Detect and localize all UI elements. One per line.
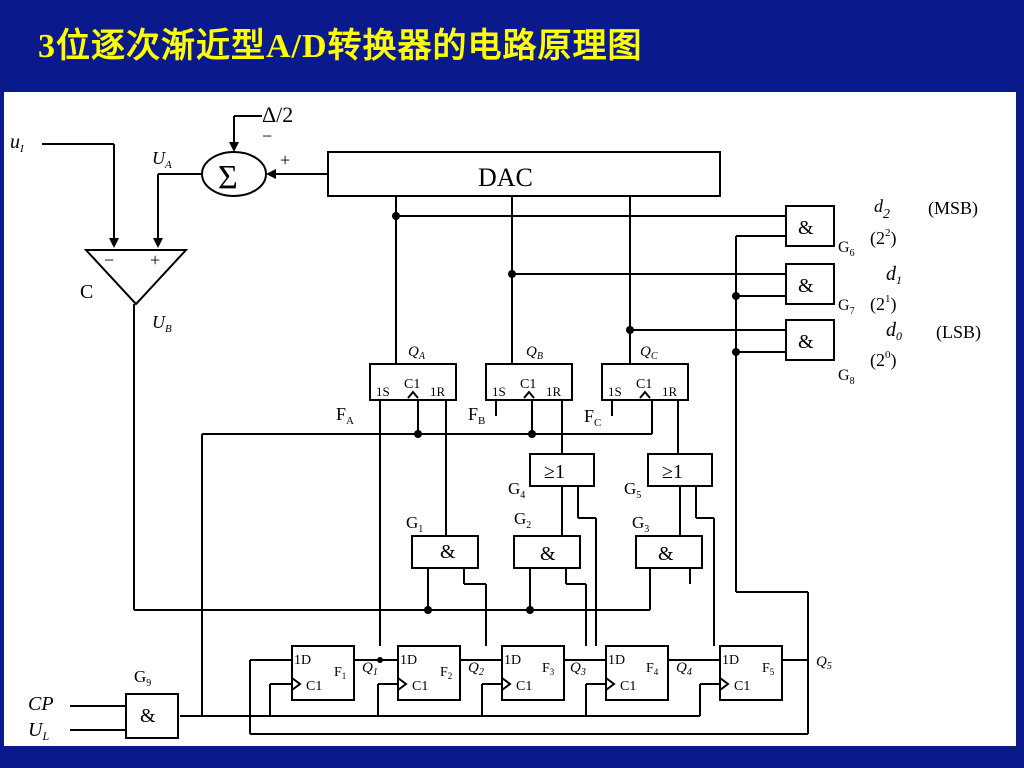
d2-label: d2 [874,196,890,222]
qa-label: QA [408,344,426,362]
summation-symbol: Σ [218,159,238,196]
g2-gate [513,535,581,569]
g4-label: G4 [508,479,525,501]
svg-text:1D: 1D [722,653,739,668]
msb-label: (MSB) [928,198,978,219]
q2-label: Q2 [468,660,484,678]
comparator-triangle [83,249,189,306]
g6-label: G6 [838,239,855,259]
svg-text:1S: 1S [376,384,390,399]
svg-text:1D: 1D [294,653,311,668]
f2-flipflop [397,645,461,701]
svg-text:1S: 1S [492,384,506,399]
svg-text:C1: C1 [734,679,750,694]
input-ui-wire [42,143,119,248]
sum-plus: + [280,150,290,170]
g5-label: G5 [624,479,641,501]
g7-gate [785,263,835,305]
fc-flipflop [601,363,689,401]
comparator-minus: − [104,250,114,270]
g3-label: G3 [632,513,649,535]
d0-label: d0 [886,319,902,343]
dac-label: DAC [478,163,533,192]
svg-text:1R: 1R [662,384,678,399]
f3-flipflop [501,645,565,701]
svg-text:1R: 1R [430,384,446,399]
svg-text:&: & [440,541,456,563]
ua-label: UA [152,148,172,171]
w2-label: (22) [870,227,897,249]
svg-text:C1: C1 [412,679,428,694]
svg-text:C1: C1 [620,679,636,694]
f4-flipflop [605,645,669,701]
svg-text:1R: 1R [546,384,562,399]
svg-text:&: & [798,275,814,297]
fb-flipflop [485,363,573,401]
cp-label: CP [28,693,54,715]
ul-label: UL [28,719,49,743]
g1-label: G1 [406,513,423,535]
comparator-plus: + [150,250,160,270]
svg-text:&: & [540,543,556,565]
svg-text:&: & [798,331,814,353]
qc-label: QC [640,344,658,362]
ui-label: uI [10,131,25,155]
svg-text:&: & [140,705,156,727]
g6-gate [785,205,835,247]
g4-gate [529,453,595,487]
svg-text:≥1: ≥1 [662,461,683,483]
f3-label: F3 [542,661,555,677]
comparator-label: C [80,281,93,303]
g9-label: G9 [134,667,151,689]
g8-label: G8 [838,367,855,387]
fa-label: FA [336,404,354,427]
qb-label: QB [526,344,543,362]
svg-text:C1: C1 [636,377,652,392]
svg-text:≥1: ≥1 [544,461,565,483]
f5-label: F5 [762,661,775,677]
q5-label: Q5 [816,654,832,672]
diagram-panel [4,92,1016,746]
w0-label: (20) [870,349,897,371]
page-title: 3位逐次渐近型A/D转换器的电路原理图 [38,28,643,65]
f2-label: F2 [440,665,452,681]
svg-text:1S: 1S [608,384,622,399]
q3-label: Q3 [570,660,586,678]
f1-flipflop [291,645,355,701]
svg-text:C1: C1 [404,377,420,392]
svg-text:1D: 1D [608,653,625,668]
dac-block [327,151,721,197]
svg-text:C1: C1 [306,679,322,694]
sum-minus: − [262,126,272,146]
svg-text:&: & [798,217,814,239]
g9-gate [125,693,179,739]
fb-label: FB [468,404,485,427]
d1-label: d1 [886,263,902,287]
fa-flipflop [369,363,457,401]
f1-label: F1 [334,665,346,681]
svg-text:1D: 1D [504,653,521,668]
fc-label: FC [584,406,601,429]
half-lsb-label: Δ/2 [262,102,293,127]
ub-label: UB [152,312,172,335]
q1-label: Q1 [362,660,378,678]
lsb-label: (LSB) [936,322,981,343]
g8-gate [785,319,835,361]
svg-text:C1: C1 [520,377,536,392]
g7-label: G7 [838,297,855,317]
svg-text:1D: 1D [400,653,417,668]
g2-label: G2 [514,509,531,531]
svg-text:C1: C1 [516,679,532,694]
svg-text:&: & [658,543,674,565]
q4-label: Q4 [676,660,692,678]
f4-label: F4 [646,661,659,677]
ua-wire [153,173,204,248]
w1-label: (21) [870,293,897,315]
g1-gate [411,535,479,569]
g3-gate [635,535,703,569]
f5-flipflop [719,645,783,701]
